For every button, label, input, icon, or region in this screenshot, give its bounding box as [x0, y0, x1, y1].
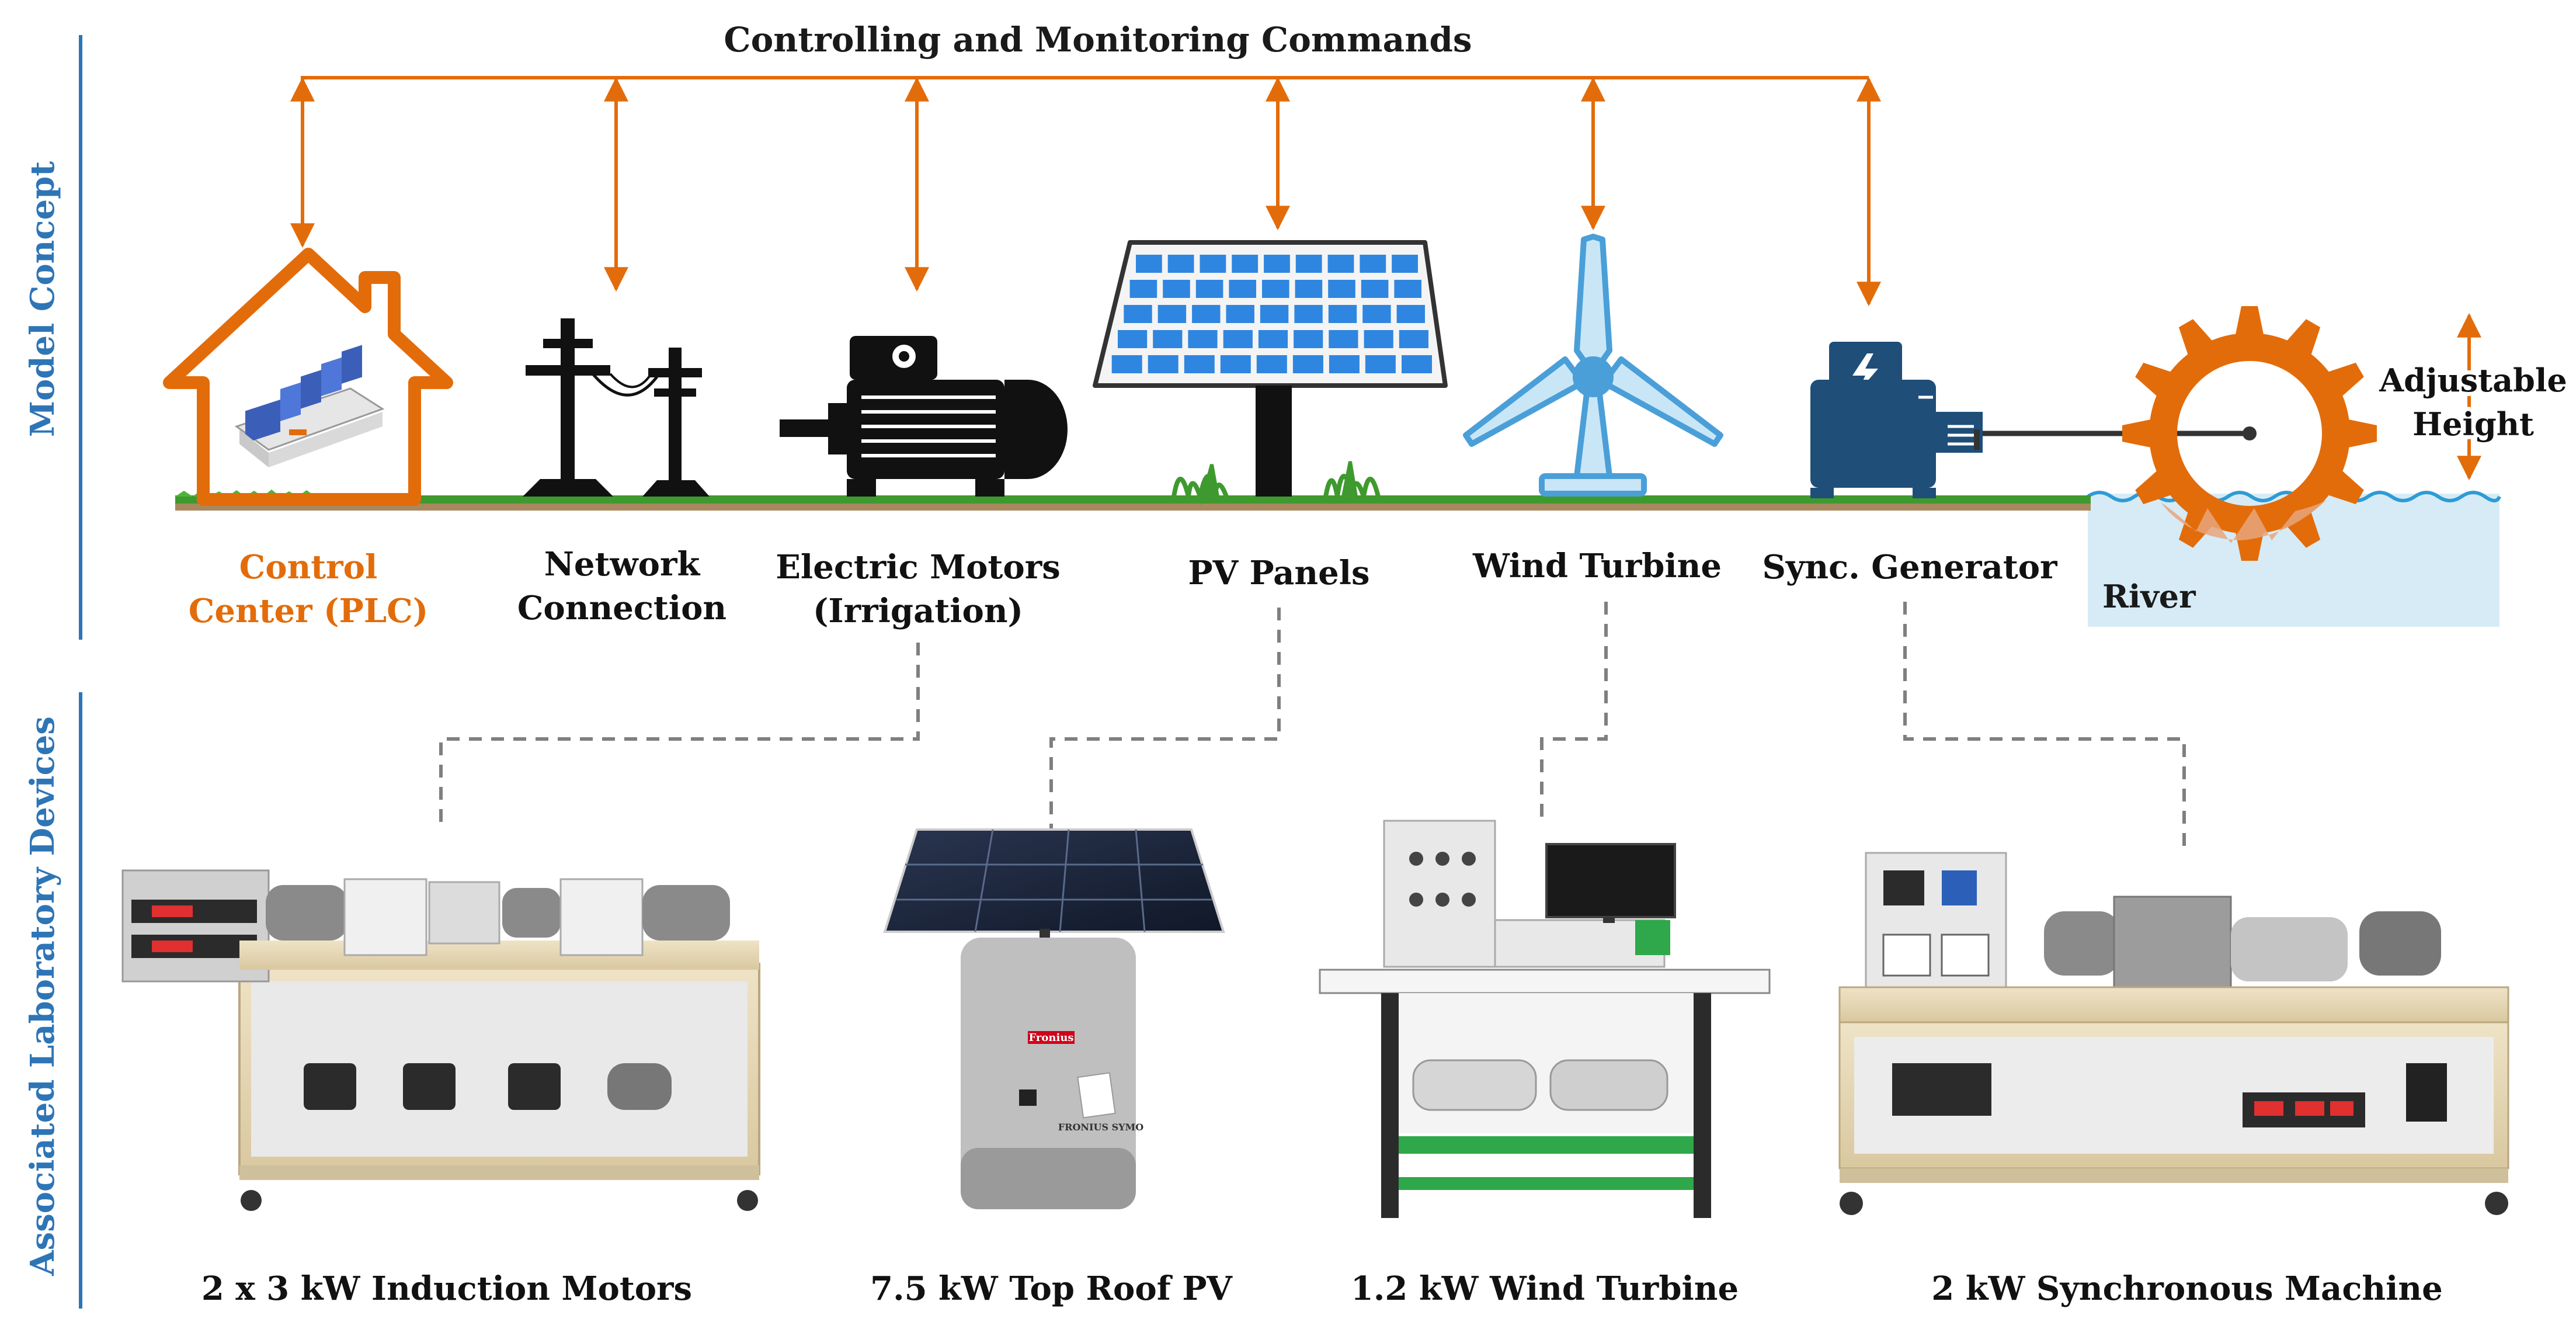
pv-cell [1260, 305, 1289, 323]
pv-cell [1124, 305, 1152, 323]
inverter-model: FRONIUS SYMO [1058, 1122, 1143, 1133]
connector-motors [439, 643, 920, 830]
pv-cell [1229, 280, 1256, 298]
label-motors-line2: (Irrigation) [813, 592, 1023, 630]
drive-shaft [1974, 429, 2248, 450]
pv-cell [1402, 355, 1432, 373]
label-generator: Sync. Generator [1762, 548, 2058, 587]
label-control-line2: Center (PLC) [189, 592, 428, 630]
section-lab-devices: Associated Laboratory Devices [23, 692, 82, 1309]
command-bus: Controlling and Monitoring Commands [290, 20, 1881, 307]
pv-cell [1226, 305, 1254, 323]
pv-cell [1399, 330, 1428, 348]
pv-cell [1118, 330, 1148, 348]
connector-wind [1540, 602, 1608, 821]
pv-cell [1365, 355, 1396, 373]
device-label-4: 2 kW Synchronous Machine [1931, 1269, 2443, 1308]
pv-cell [1264, 255, 1290, 273]
pv-cell [1364, 330, 1393, 348]
pv-cell [1136, 255, 1162, 273]
pv-cell [1232, 255, 1259, 273]
pv-cell [1153, 330, 1183, 348]
pv-cell [1392, 255, 1418, 273]
pv-cell [1295, 280, 1323, 298]
inverter-brand: Fronius [1028, 1032, 1073, 1044]
pv-cell [1262, 280, 1289, 298]
device-connectors [439, 602, 2186, 847]
pv-cell [1188, 330, 1218, 348]
pv-cell [1148, 355, 1179, 373]
pv-cell [1295, 255, 1322, 273]
pv-cell [1157, 305, 1187, 323]
pv-cell [1396, 305, 1425, 323]
induction-motor-bench-icon [121, 869, 760, 1211]
label-pv: PV Panels [1188, 554, 1369, 592]
pv-cell [1329, 330, 1358, 348]
device-label-2: 7.5 kW Top Roof PV [870, 1269, 1233, 1308]
utility-pole-icon [523, 318, 710, 497]
wind-turbine-bench-icon [1319, 820, 1771, 1218]
adjustable-height: Adjustable Height [2375, 313, 2571, 481]
pv-cell [1195, 280, 1223, 298]
plc-module-icon [234, 345, 385, 467]
water-wheel-icon [2122, 306, 2377, 561]
pv-cell [1360, 255, 1386, 273]
section-label-model-concept: Model Concept [23, 161, 62, 437]
adjustable-line2: Height [2412, 405, 2534, 443]
pv-cell [1328, 305, 1357, 323]
river-label: River [2102, 578, 2196, 615]
ground-strip [175, 490, 2091, 511]
pv-cell [1256, 355, 1287, 373]
generator-icon [1810, 342, 1983, 498]
label-network-line2: Connection [517, 589, 726, 627]
pv-cell [1294, 330, 1323, 348]
pv-cell [1192, 305, 1221, 323]
pv-cell [1327, 255, 1354, 273]
pv-cell [1361, 280, 1389, 298]
pv-cell [1394, 280, 1421, 298]
pv-cell [1223, 330, 1253, 348]
device-label-1: 2 x 3 kW Induction Motors [201, 1269, 692, 1308]
pv-cell [1220, 355, 1251, 373]
synchronous-machine-bench-icon [1838, 852, 2509, 1215]
pv-cell [1111, 355, 1142, 373]
label-control-line1: Control [239, 548, 378, 587]
electric-motor-icon [780, 336, 1068, 497]
pv-cell [1258, 330, 1288, 348]
connector-generator [1903, 602, 2186, 847]
pv-cell [1294, 305, 1323, 323]
wind-turbine-icon [1463, 234, 1723, 497]
label-wind: Wind Turbine [1472, 547, 1722, 585]
adjustable-line1: Adjustable [2379, 362, 2567, 399]
section-label-lab-devices: Associated Laboratory Devices [23, 716, 62, 1276]
pv-cell [1329, 355, 1360, 373]
solar-panel-icon [1093, 240, 1448, 506]
section-model-concept: Model Concept [23, 35, 82, 640]
connector-pv [1049, 608, 1281, 830]
pv-cell [1362, 305, 1391, 323]
pv-cell [1167, 255, 1194, 273]
inverter-pv-icon: Fronius FRONIUS SYMO [883, 828, 1225, 1209]
house-plc-icon [163, 248, 453, 506]
label-motors-line1: Electric Motors [776, 548, 1061, 587]
bus-label: Controlling and Monitoring Commands [724, 20, 1472, 60]
label-network-line1: Network [544, 545, 701, 584]
pv-cell [1200, 255, 1226, 273]
pv-cell [1163, 280, 1190, 298]
pv-cell [1292, 355, 1323, 373]
pv-cell [1184, 355, 1215, 373]
pv-cell [1328, 280, 1355, 298]
device-label-3: 1.2 kW Wind Turbine [1351, 1269, 1739, 1308]
pv-cell [1129, 280, 1157, 298]
